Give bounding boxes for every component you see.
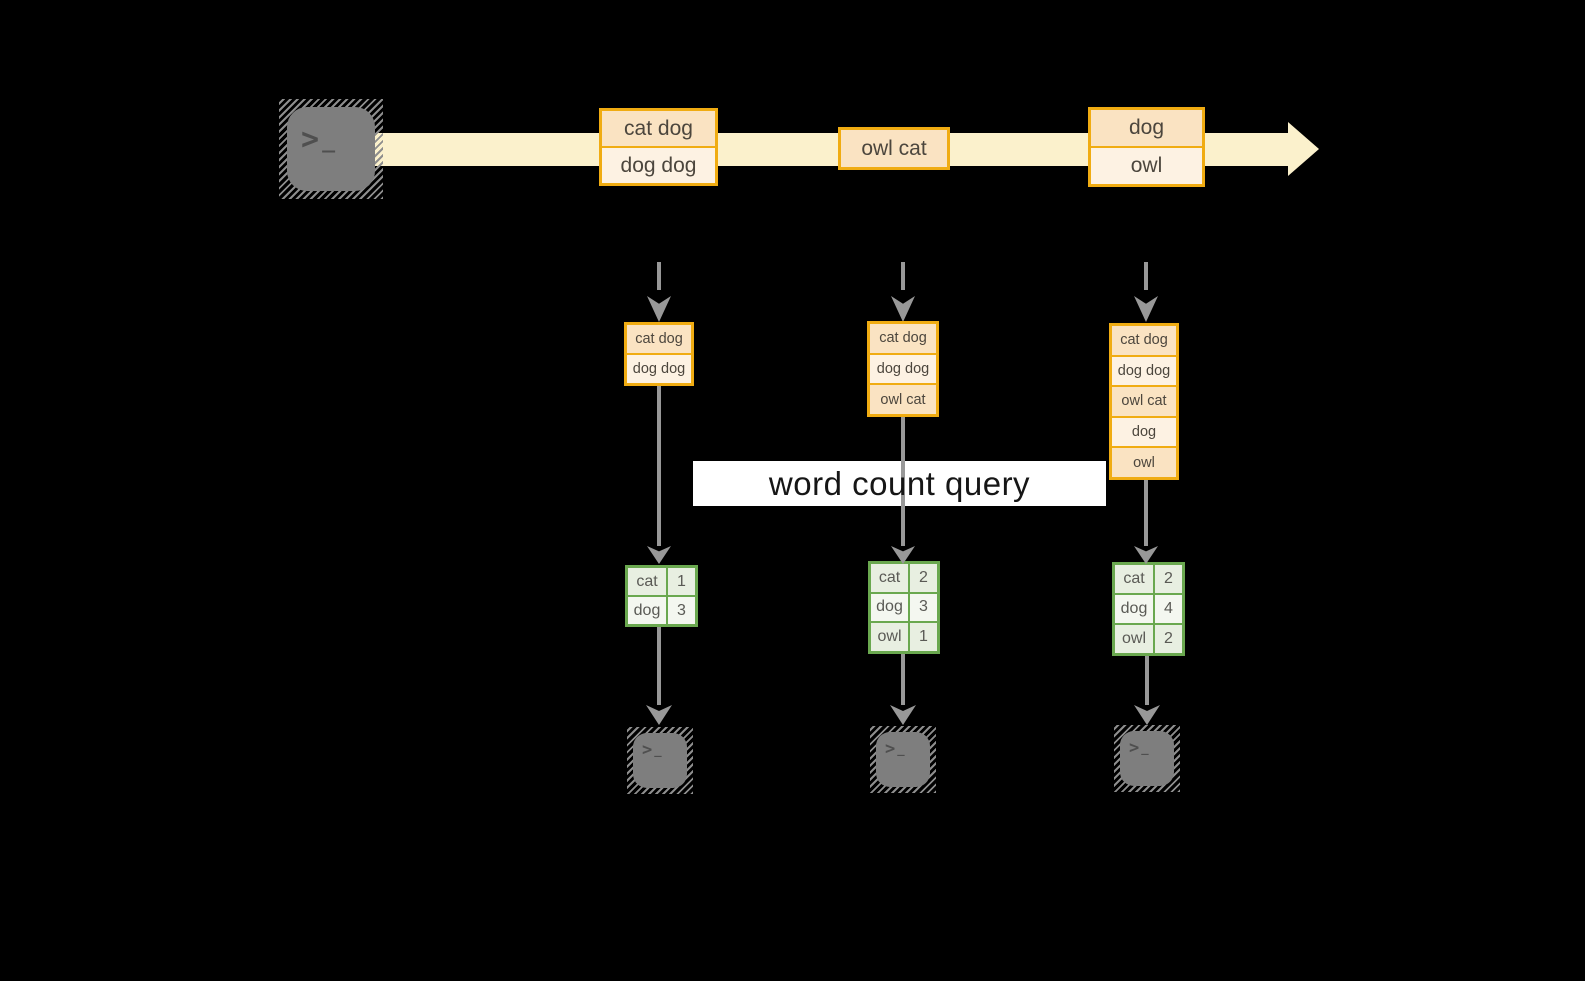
count-word: owl	[871, 623, 908, 651]
stream-batch-3: dog owl	[1088, 107, 1205, 187]
state-box-3: cat dog dog dog owl cat dog owl	[1109, 323, 1179, 480]
state-line: dog dog	[627, 353, 691, 383]
count-word: dog	[871, 593, 908, 622]
batch-line: cat dog	[602, 111, 715, 146]
stream-arrowhead-icon	[1288, 122, 1319, 176]
count-value: 2	[910, 564, 937, 592]
count-word: cat	[871, 564, 908, 592]
terminal-screen: >_	[1120, 731, 1174, 786]
state-line: dog	[1112, 415, 1176, 447]
batch-line: dog	[1091, 110, 1202, 146]
output-terminal-icon: >_	[870, 726, 936, 793]
arrow-head-icon	[646, 705, 672, 725]
terminal-screen: >_	[633, 733, 687, 788]
dashed-arrow-stem	[657, 262, 661, 290]
count-table-1: cat 1 dog 3	[625, 565, 698, 627]
output-terminal-icon: >_	[627, 727, 693, 794]
count-value: 1	[668, 568, 695, 595]
batch-line: owl cat	[841, 130, 947, 167]
batch-line: owl	[1091, 146, 1202, 184]
count-table-3: cat 2 dog 4 owl 2	[1112, 562, 1185, 656]
count-value: 2	[1155, 565, 1182, 593]
query-label-background	[693, 461, 1106, 506]
state-line: owl	[1112, 446, 1176, 477]
terminal-screen: >_	[876, 732, 930, 787]
terminal-prompt-icon: >_	[642, 740, 664, 760]
terminal-prompt-icon: >_	[301, 122, 339, 157]
count-value: 3	[668, 597, 695, 624]
arrow-stem	[657, 627, 661, 705]
dashed-arrow-stem	[901, 262, 905, 290]
arrow-stem	[657, 386, 661, 546]
state-box-1: cat dog dog dog	[624, 322, 694, 386]
count-word: dog	[628, 597, 666, 624]
arrow-head-icon	[890, 705, 916, 725]
count-value: 2	[1155, 625, 1182, 653]
state-line: cat dog	[627, 325, 691, 353]
count-value: 4	[1155, 595, 1182, 623]
count-value: 3	[910, 593, 937, 622]
dashed-arrow-head-icon	[647, 296, 671, 322]
count-table-2: cat 2 dog 3 owl 1	[868, 561, 940, 654]
output-terminal-icon: >_	[1114, 725, 1180, 792]
batch-line: dog dog	[602, 146, 715, 183]
count-word: owl	[1115, 625, 1153, 653]
arrow-stem	[901, 654, 905, 705]
count-value: 1	[910, 623, 937, 651]
terminal-prompt-icon: >_	[1129, 738, 1151, 758]
stream-batch-1: cat dog dog dog	[599, 108, 718, 186]
count-word: cat	[628, 568, 666, 595]
arrow-stem	[1145, 656, 1149, 705]
terminal-screen: >_	[287, 107, 375, 191]
state-line: dog dog	[870, 352, 936, 384]
arrow-head-icon	[1134, 705, 1160, 725]
state-line: owl cat	[1112, 385, 1176, 416]
arrow-stem	[1144, 480, 1148, 546]
state-line: cat dog	[1112, 326, 1176, 355]
arrow-stem	[901, 417, 905, 546]
state-line: cat dog	[870, 324, 936, 353]
state-line: dog dog	[1112, 354, 1176, 386]
terminal-prompt-icon: >_	[885, 739, 907, 759]
dashed-arrow-head-icon	[891, 296, 915, 322]
source-terminal-icon: >_	[279, 99, 383, 199]
dashed-arrow-stem	[1144, 262, 1148, 290]
stream-batch-2: owl cat	[838, 127, 950, 170]
count-word: dog	[1115, 595, 1153, 623]
state-line: owl cat	[870, 383, 936, 415]
count-word: cat	[1115, 565, 1153, 593]
state-box-2: cat dog dog dog owl cat	[867, 321, 939, 417]
query-label: word count query	[768, 464, 1031, 502]
dashed-arrow-head-icon	[1134, 296, 1158, 322]
arrow-head-icon	[647, 546, 671, 564]
